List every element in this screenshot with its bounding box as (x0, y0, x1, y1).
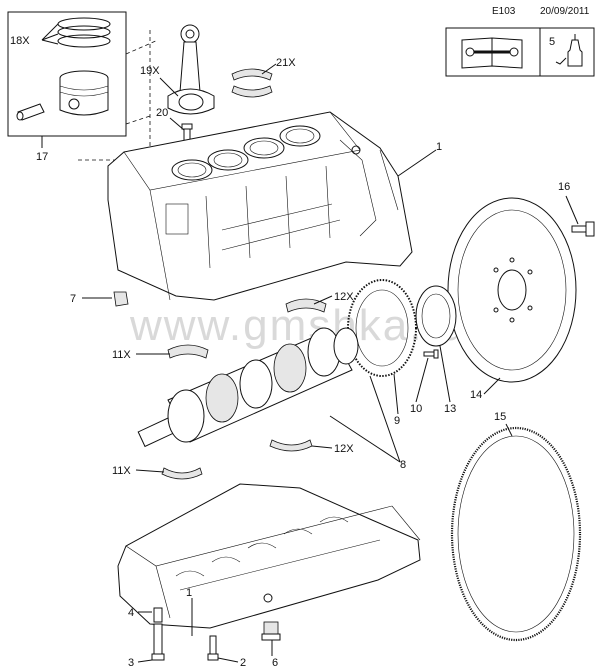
upper-main-bearing-shells (285, 298, 327, 313)
callout-10: 10 (410, 403, 422, 415)
piston-rings (57, 17, 111, 48)
callout-19x: 19X (140, 65, 160, 77)
callout-2: 2 (240, 657, 246, 669)
callout-12x-lower: 12X (334, 443, 354, 455)
callout-1-block: 1 (436, 141, 442, 153)
book-wrench-icon (461, 37, 523, 69)
piston-inset-box (7, 11, 127, 148)
drain-plug (261, 621, 281, 641)
callout-14: 14 (470, 389, 482, 401)
diagram-code: E103 (492, 6, 516, 17)
piston (59, 70, 109, 116)
info-item-number: 5 (549, 36, 555, 48)
callout-8: 8 (400, 459, 406, 471)
callout-6: 6 (272, 657, 278, 669)
callout-20: 20 (156, 107, 168, 119)
callout-15: 15 (494, 411, 506, 423)
main-cap-bolt-long (151, 623, 165, 661)
thrust-bearing-shells-upper (167, 344, 209, 359)
callout-16: 16 (558, 181, 570, 193)
flywheel-bolt (571, 221, 595, 237)
callout-9: 9 (394, 415, 400, 427)
info-box: 5 (445, 27, 595, 77)
rod-bearing-shells (231, 68, 273, 98)
callout-18x: 18X (10, 35, 30, 47)
rear-main-seal (415, 285, 457, 347)
main-cap-bolt-short (207, 635, 219, 661)
callout-21x: 21X (276, 57, 296, 69)
callout-13: 13 (444, 403, 456, 415)
reluctor-screw (423, 349, 439, 359)
block-plug (113, 291, 129, 307)
flywheel (447, 197, 577, 383)
lower-main-bearing-shells (269, 439, 313, 452)
callout-4: 4 (128, 607, 134, 619)
sealant-tube-icon (555, 34, 583, 67)
crankshaft (137, 327, 359, 448)
diagram-date: 20/09/2011 (540, 6, 590, 17)
thrust-bearing-shells-lower (161, 467, 203, 480)
callout-7: 7 (70, 293, 76, 305)
callout-3: 3 (128, 657, 134, 669)
cylinder-block (107, 111, 413, 301)
dowel-pin (153, 607, 163, 623)
connecting-rod (167, 24, 215, 115)
callout-17: 17 (36, 151, 48, 163)
flywheel-ring-gear (450, 426, 582, 642)
callout-1-bedplate: 1 (186, 587, 192, 599)
callout-12x-upper: 12X (334, 291, 354, 303)
callout-11x-lower: 11X (112, 465, 131, 477)
lower-crankcase (117, 483, 421, 629)
callout-11x-upper: 11X (112, 349, 131, 361)
piston-pin (16, 103, 45, 121)
